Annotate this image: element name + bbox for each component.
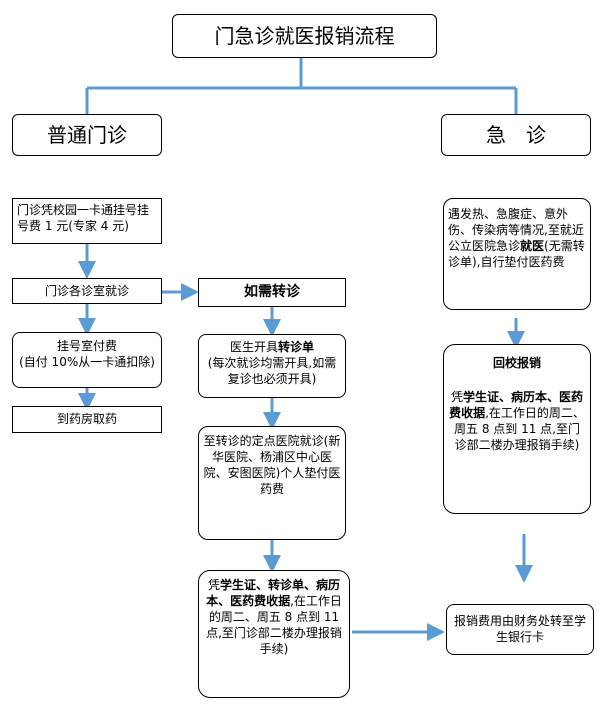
pay-step: 挂号室付费 (自付 10%从一卡通扣除) [12, 332, 162, 388]
consult-text: 门诊各诊室就诊 [44, 284, 129, 298]
claim-step: 凭学生证、转诊单、病历本、医药费收据,在工作日的周二、周五 8 点到 11 点,… [198, 570, 350, 698]
pharmacy-text: 到药房取药 [56, 412, 117, 426]
claim-pre: 凭 [207, 578, 220, 592]
return-claim-bold: 学生证、病历本、医药费收据 [449, 390, 584, 420]
pay-title: 挂号室付费 [56, 339, 117, 353]
consult-step: 门诊各诊室就诊 [12, 278, 162, 304]
pay-note: (自付 10%从一卡通扣除) [19, 355, 155, 369]
return-claim-step: 回校报销 凭学生证、病历本、医药费收据,在工作日的周二、周五 8 点到 11 点… [443, 344, 591, 514]
return-claim-pre: 凭 [450, 390, 463, 404]
referral-needed-step: 如需转诊 [198, 278, 346, 307]
emergency-situation-step: 遇发热、急腹症、意外伤、传染病等情况,至就近公立医院急诊就医(无需转诊单),自行… [443, 198, 591, 310]
page-title: 门急诊就医报销流程 [214, 24, 395, 48]
claim-bold: 学生证、转诊单、病历本、医药费收据 [206, 578, 341, 608]
referral-slip-step: 医生开具转诊单 (每次就诊均需开具,如需复诊也必须开具) [198, 334, 346, 398]
return-claim-body: 凭学生证、病历本、医药费收据,在工作日的周二、周五 8 点到 11 点,至门诊部… [449, 389, 585, 453]
final-text: 报销费用由财务处转至学生银行卡 [453, 614, 586, 644]
final-step: 报销费用由财务处转至学生银行卡 [446, 604, 594, 655]
referral-needed-text: 如需转诊 [244, 284, 300, 300]
designated-hospital-step: 至转诊的定点医院就诊(新华医院、杨浦区中心医院、安图医院)个人垫付医药费 [198, 426, 346, 540]
register-text: 门诊凭校园一卡通挂号挂号费 1 元(专家 4 元) [17, 203, 150, 233]
emergency-situation-pre: 遇发热、急腹症、意外伤、传染病等情况,至就近公立医院急诊 [448, 207, 584, 253]
title-box: 门急诊就医报销流程 [172, 14, 437, 58]
emergency-situation-bold: 就医 [520, 239, 545, 253]
referral-slip-pre: 医生开具 [229, 340, 278, 354]
emergency-label: 急 诊 [486, 123, 546, 147]
outpatient-label: 普通门诊 [47, 123, 127, 147]
register-step: 门诊凭校园一卡通挂号挂号费 1 元(专家 4 元) [12, 198, 162, 244]
claim-post: ,在工作日的周二、周五 8 点到 11 点,至门诊部二楼办理报销手续) [206, 594, 342, 656]
return-claim-post: ,在工作日的周二、周五 8 点到 11 点,至门诊部二楼办理报销手续) [454, 406, 585, 452]
outpatient-header: 普通门诊 [12, 114, 162, 156]
referral-slip-head: 医生开具转诊单 [202, 339, 342, 355]
return-claim-title: 回校报销 [492, 356, 541, 370]
referral-slip-bold: 转诊单 [278, 340, 315, 354]
pharmacy-step: 到药房取药 [12, 406, 162, 433]
emergency-header: 急 诊 [441, 114, 591, 156]
designated-hospital-text: 至转诊的定点医院就诊(新华医院、杨浦区中心医院、安图医院)个人垫付医药费 [203, 434, 341, 496]
referral-slip-note: (每次就诊均需开具,如需复诊也必须开具) [207, 356, 337, 386]
emergency-situation-post: (无需转诊单),自行垫付医药费 [448, 239, 585, 269]
